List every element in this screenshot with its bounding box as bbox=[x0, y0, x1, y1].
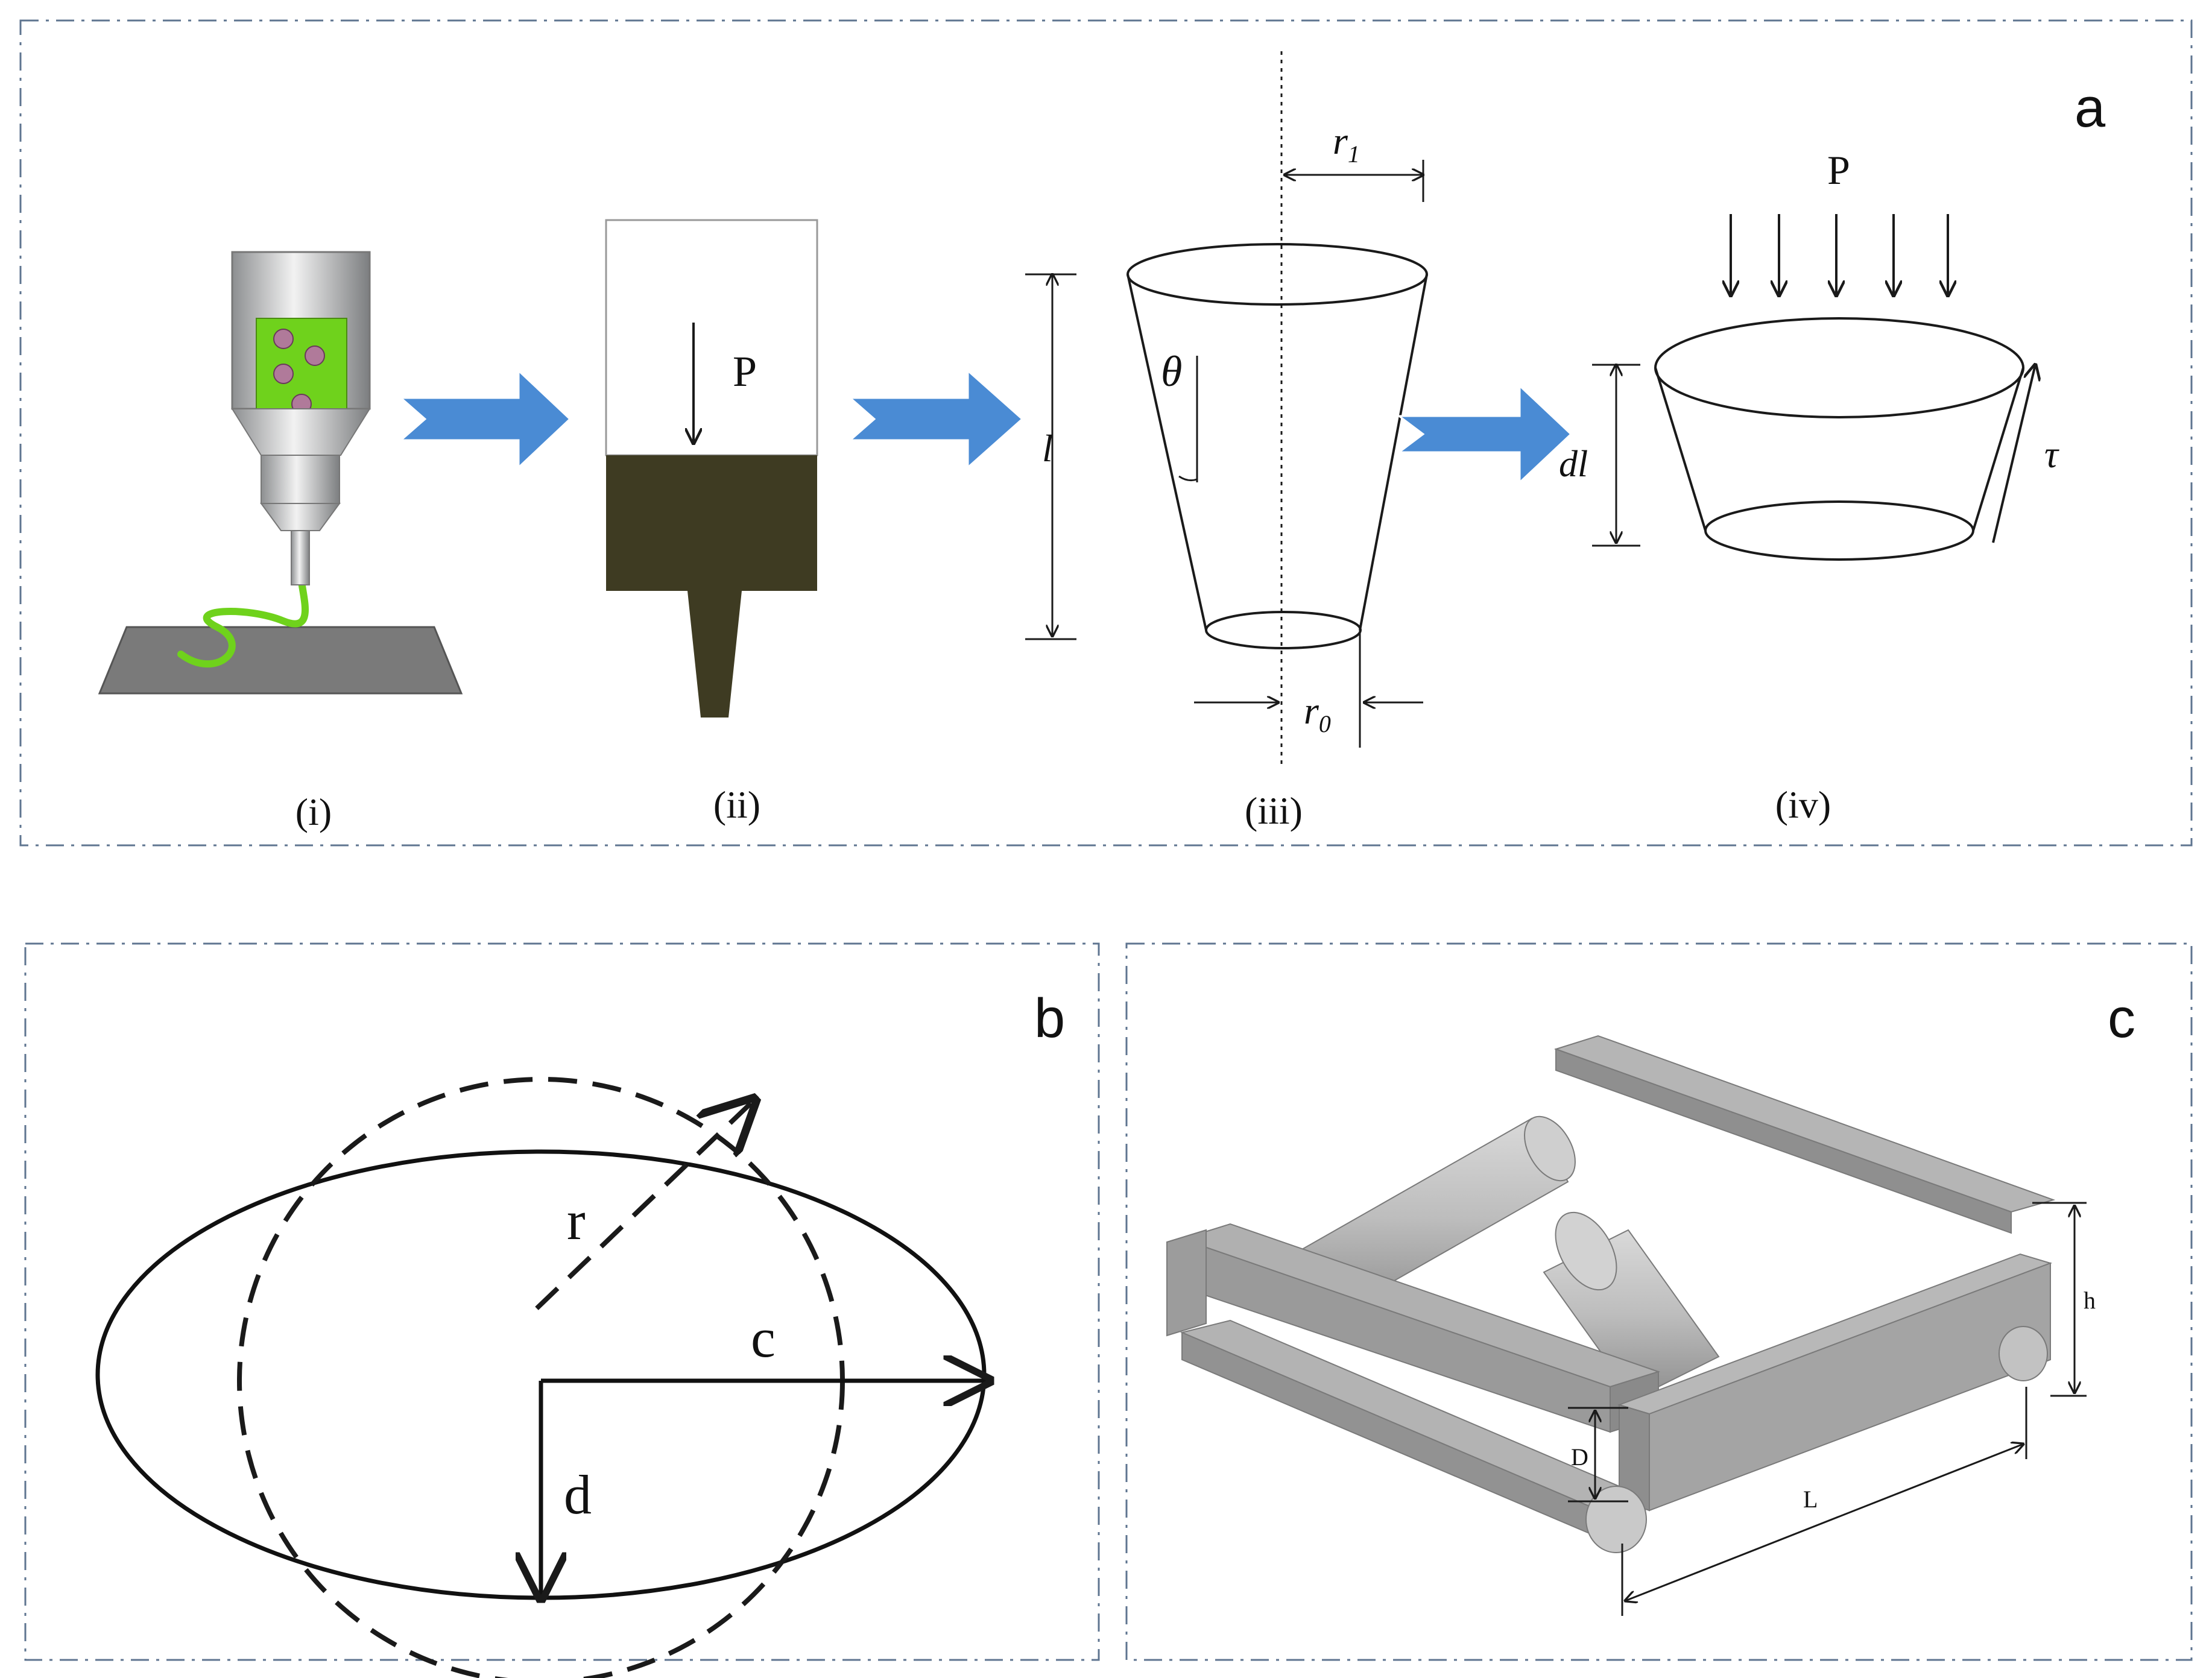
needle-tip bbox=[291, 530, 310, 585]
panel-c: c bbox=[1125, 942, 2193, 1661]
pressure-arrows bbox=[1731, 214, 1948, 295]
process-arrow-3 bbox=[1396, 383, 1573, 485]
panel-c-letter: c bbox=[2108, 988, 2135, 1049]
panel-a: a P bbox=[19, 19, 2193, 847]
h-label: h bbox=[2084, 1287, 2096, 1314]
step-label-iv: (iv) bbox=[1775, 783, 1831, 826]
back-rail bbox=[1553, 1035, 2056, 1213]
panel-a-letter: a bbox=[2075, 77, 2106, 139]
top-radius-label: r1 bbox=[1333, 119, 1360, 168]
shear-arrow bbox=[1992, 365, 2035, 543]
L-dimension bbox=[1625, 1444, 2023, 1601]
step-label-iii: (iii) bbox=[1245, 789, 1303, 832]
substrate-plate bbox=[98, 626, 463, 695]
L-label: L bbox=[1803, 1486, 1818, 1513]
syringe-taper bbox=[231, 408, 371, 456]
radius-dashed-arrow bbox=[535, 1100, 754, 1310]
panel-c-border bbox=[1125, 942, 2193, 1661]
length-label: l bbox=[1042, 427, 1053, 470]
process-arrow-1 bbox=[399, 368, 572, 470]
step-label-i: (i) bbox=[295, 790, 332, 833]
angle-label: θ bbox=[1161, 347, 1182, 396]
cone-top-ellipse bbox=[1127, 243, 1428, 306]
process-arrow-2 bbox=[848, 368, 1024, 470]
printed-filament bbox=[177, 578, 309, 668]
height-label-dl: dl bbox=[1559, 444, 1588, 485]
panel-a-border bbox=[19, 19, 2193, 847]
scaffold-3d-model bbox=[1166, 1035, 2056, 1553]
radius-label: r bbox=[567, 1190, 586, 1251]
frustum-bottom-ellipse bbox=[1704, 500, 1974, 561]
step-label-ii: (ii) bbox=[713, 783, 760, 826]
needle-hub bbox=[261, 455, 340, 504]
cone-bottom-ellipse bbox=[1205, 611, 1362, 649]
bottom-radius-label: r0 bbox=[1304, 689, 1331, 737]
shear-label: τ bbox=[2044, 433, 2059, 476]
D-label: D bbox=[1571, 1443, 1588, 1471]
pressure-label-ii: P bbox=[733, 347, 757, 396]
step-iii-cone-geometry: θ l r1 r0 bbox=[1025, 51, 1428, 766]
pressure-label-iv: P bbox=[1827, 147, 1850, 193]
bioink-column bbox=[606, 455, 817, 591]
panel-b-border bbox=[24, 942, 1100, 1661]
panel-b-letter: b bbox=[1034, 988, 1065, 1049]
step-ii-pressure-illustration: P bbox=[605, 219, 818, 718]
barrel-outline bbox=[605, 219, 818, 456]
step-i-nozzle-illustration bbox=[98, 251, 463, 695]
c-label: c bbox=[751, 1307, 776, 1369]
left-end-block bbox=[1166, 1229, 1207, 1337]
panel-b: b r c d bbox=[24, 942, 1100, 1678]
d-label: d bbox=[564, 1464, 592, 1525]
frustum-top-ellipse bbox=[1654, 317, 2024, 418]
nozzle-cone bbox=[687, 591, 742, 718]
step-iv-compression-illustration: P dl τ bbox=[1559, 147, 2059, 561]
